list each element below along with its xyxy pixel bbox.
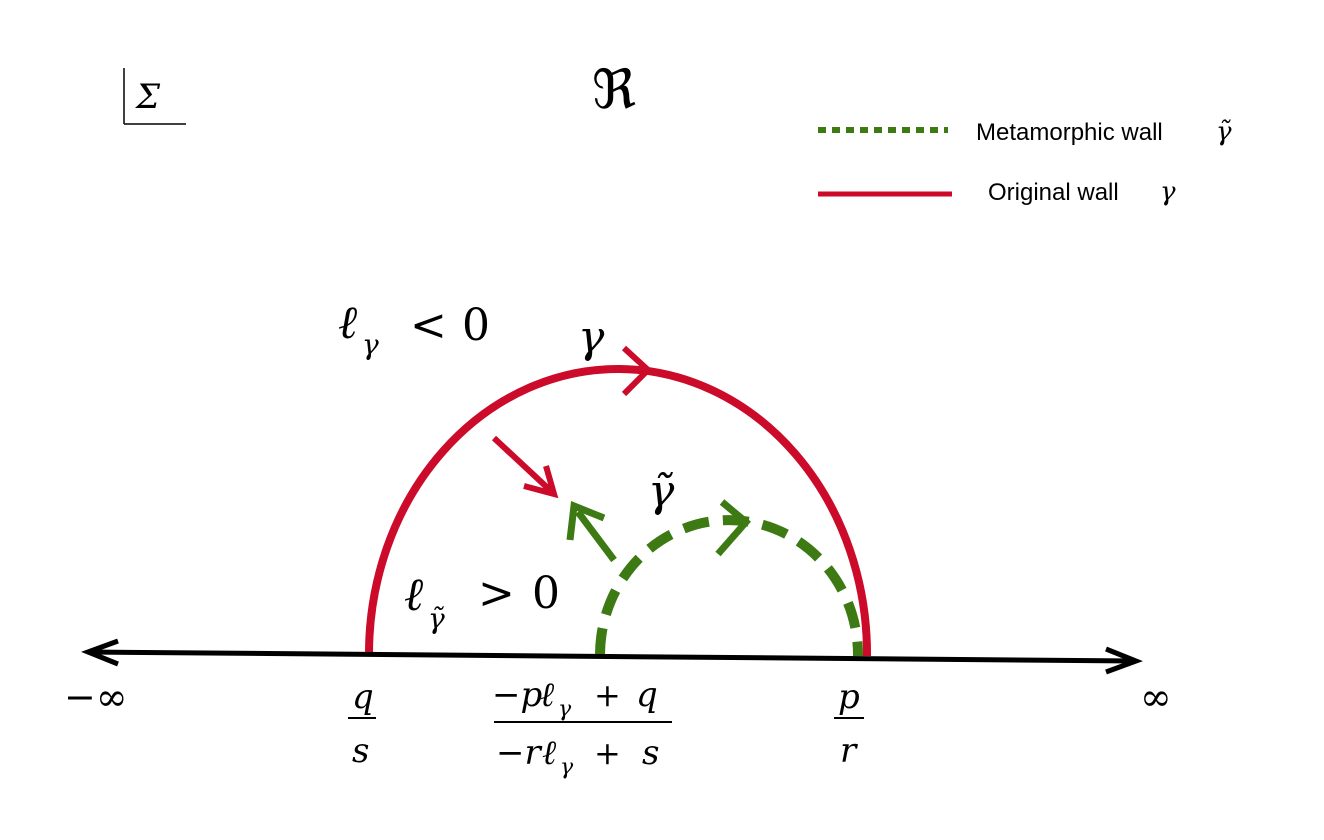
axis-right-arrowhead (1105, 646, 1143, 675)
inner-relation: > (478, 568, 515, 619)
mid-num-sub: γ (558, 697, 572, 722)
mid-den-c: s (642, 733, 659, 773)
gamma-arc (365, 365, 872, 657)
outer-value: 0 (462, 300, 490, 351)
gamma-tilde-normal-head (566, 501, 606, 541)
gamma-tilde-normal-shaft (575, 509, 617, 563)
axis-line (87, 649, 1137, 664)
mid-num-ell: ℓ (540, 675, 554, 715)
gamma-direction-arrow (621, 345, 653, 397)
p-over-r-label: p r (834, 677, 864, 771)
original-wall-gamma (365, 345, 872, 657)
gamma-label: γ (578, 312, 605, 363)
q-over-s-numerator: q (352, 677, 374, 717)
inner-ell: ℓ (404, 567, 424, 621)
q-over-s-label: q s (348, 677, 376, 771)
legend-metamorphic-symbol: γ̃ (1216, 117, 1232, 147)
pointer-arrow-shaft (491, 435, 555, 495)
real-part-title: ℜ (592, 58, 636, 121)
pos-infinity-label: ∞ (1140, 675, 1172, 719)
outer-ell: ℓ (338, 295, 358, 349)
outer-ell-subscript: γ (362, 328, 379, 361)
p-over-r-denominator: r (840, 731, 858, 771)
mid-num-c: q (636, 675, 658, 715)
legend-original-label: Original wall (988, 179, 1119, 206)
neg-infinity-label: −∞ (64, 675, 128, 719)
inner-value: 0 (532, 568, 560, 619)
real-axis (81, 638, 1143, 675)
gamma-tilde-arc (595, 515, 864, 657)
sigma-corner-label: Σ (123, 68, 186, 125)
mid-den-plus: + (594, 734, 621, 772)
gamma-tilde-label: γ̃ (648, 466, 675, 517)
legend-metamorphic-label: Metamorphic wall (976, 119, 1163, 146)
legend: Metamorphic wall γ̃ Original wall γ (818, 117, 1232, 207)
mid-den-ell: ℓ (542, 733, 556, 773)
inner-ell-subscript: γ̃ (428, 602, 445, 635)
mid-den-sub: γ (560, 755, 574, 780)
mid-num-plus: + (594, 676, 621, 714)
outer-relation: < (410, 300, 447, 351)
metamorphic-wall-gamma-tilde (566, 499, 864, 657)
axis-left-arrowhead (81, 638, 119, 667)
mid-den-a: −r (496, 733, 542, 773)
p-over-r-numerator: p (838, 677, 860, 717)
midpoint-fraction-label: −p ℓ γ + q −r ℓ γ + s (492, 675, 672, 780)
legend-original-symbol: γ (1160, 177, 1176, 207)
mid-num-a: −p (492, 675, 542, 715)
q-over-s-denominator: s (352, 731, 369, 771)
outer-region-label: ℓ γ < 0 (338, 295, 490, 361)
pointer-arrow-head (523, 465, 559, 499)
sigma-symbol: Σ (134, 77, 161, 117)
gamma-tilde-direction-arrow (715, 499, 751, 557)
inner-region-label: ℓ γ̃ > 0 (404, 567, 560, 635)
